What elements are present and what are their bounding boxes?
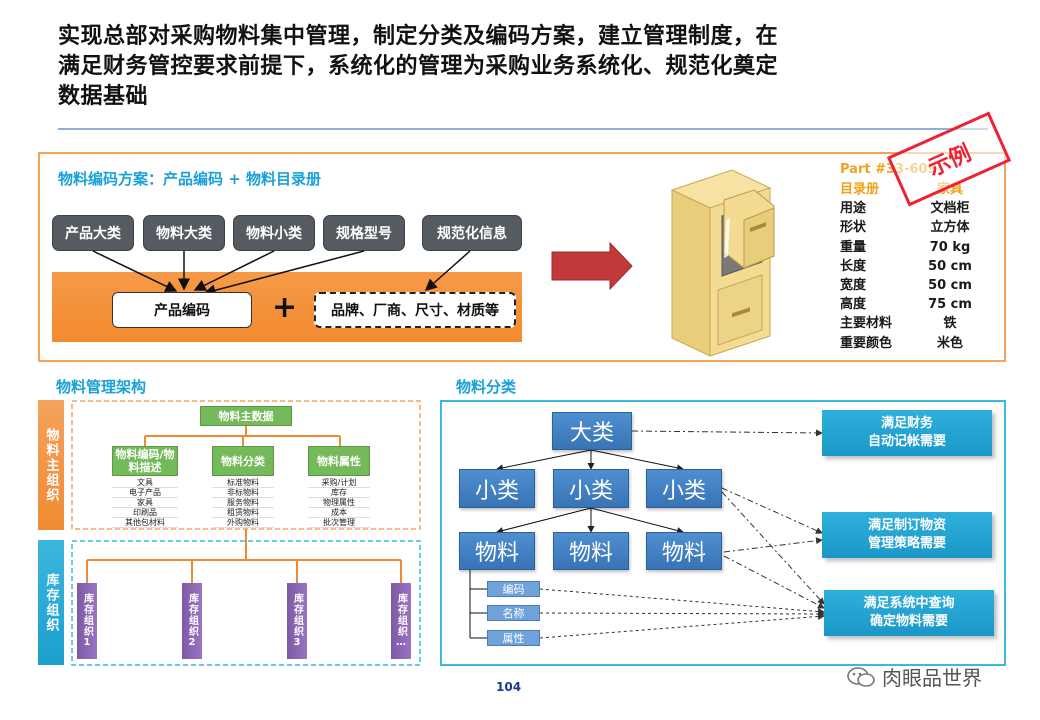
- need-line-1: 满足制订物资: [867, 518, 946, 533]
- branch-items-attr: 采购/计划 库存 物理属性 成本 批次管理: [308, 478, 370, 528]
- slide-headline: 实现总部对采购物料集中管理，制定分类及编码方案，建立管理制度，在 满足财务管控要…: [58, 22, 958, 112]
- catalog-header-key: 目录册: [840, 182, 880, 197]
- branch-item: 印刷品: [112, 508, 178, 518]
- inventory-org-3: 库存组织3: [287, 583, 307, 659]
- branch-item: 其他包材料: [112, 518, 178, 528]
- product-code-box: 产品编码: [112, 292, 252, 328]
- inventory-org-2: 库存组织2: [182, 583, 202, 659]
- catalog-value: 铁: [943, 316, 957, 332]
- classification-title: 物料分类: [456, 378, 517, 396]
- need-line-2: 管理策略需要: [867, 536, 946, 551]
- need-line-2: 自动记帐需要: [867, 434, 946, 449]
- headline-line-2: 满足财务管控要求前提下，系统化的管理为采购业务系统化、规范化奠定: [58, 54, 779, 79]
- branch-item: 租赁物料: [212, 508, 274, 518]
- attr-code: 编码: [487, 581, 540, 597]
- catalog-value: 米色: [936, 335, 963, 351]
- catalog-row: 重要颜色 米色: [840, 334, 1000, 353]
- branch-item: 文具: [112, 478, 178, 488]
- brand-watermark: 肉眼品世界: [846, 662, 982, 691]
- catalog-row: 用途 文档柜: [840, 199, 1000, 218]
- branch-item: 标准物料: [212, 478, 274, 488]
- class-material-2: 物料: [553, 532, 629, 570]
- catalog-row: 主要材料 铁: [840, 314, 1000, 333]
- headline-divider: [58, 128, 988, 130]
- need-line-1: 满足财务: [880, 416, 933, 431]
- class-major: 大类: [552, 412, 632, 450]
- class-material-1: 物料: [459, 532, 535, 570]
- catalog-key: 用途: [840, 201, 867, 217]
- need-query: 满足系统中查询 确定物料需要: [824, 590, 994, 636]
- attr-standard-info: 规范化信息: [422, 215, 522, 251]
- class-minor-3: 小类: [646, 469, 722, 508]
- branch-item: 外购物料: [212, 518, 274, 528]
- headline-line-3: 数据基础: [58, 84, 149, 109]
- architecture-title: 物料管理架构: [56, 378, 147, 396]
- catalog-value: 立方体: [930, 220, 970, 236]
- branch-item: 采购/计划: [308, 478, 370, 488]
- branch-item: 家具: [112, 498, 178, 508]
- attr-name: 名称: [487, 605, 540, 621]
- attr-spec-model: 规格型号: [323, 215, 405, 251]
- headline-line-1: 实现总部对采购物料集中管理，制定分类及编码方案，建立管理制度，在: [58, 24, 779, 49]
- catalog-key: 长度: [840, 258, 867, 274]
- branch-attributes: 物料属性: [308, 446, 370, 476]
- branch-item: 电子产品: [112, 488, 178, 498]
- inventory-org-more: 库存组织…: [391, 583, 411, 659]
- class-material-3: 物料: [646, 532, 722, 570]
- catalog-key: 宽度: [840, 277, 867, 293]
- catalog-value: 50 cm: [928, 277, 972, 293]
- plus-sign: +: [272, 290, 298, 325]
- catalog-key: 重要颜色: [840, 335, 893, 351]
- branch-item: 服务物料: [212, 498, 274, 508]
- encoding-title: 物料编码方案：产品编码 + 物料目录册: [58, 170, 322, 188]
- class-minor-1: 小类: [459, 469, 535, 508]
- class-minor-2: 小类: [553, 469, 629, 508]
- branch-classification: 物料分类: [212, 446, 274, 476]
- inventory-org-1: 库存组织1: [77, 583, 97, 659]
- catalog-key: 重量: [840, 239, 867, 255]
- branch-code-description: 物料编码/物料描述: [112, 446, 178, 476]
- catalog-value: 50 cm: [928, 258, 972, 274]
- page-number: 104: [496, 680, 522, 694]
- attr-material-minor: 物料小类: [233, 215, 315, 251]
- branch-items-class: 标准物料 非标物料 服务物料 租赁物料 外购物料: [212, 478, 274, 528]
- extra-info-box: 品牌、厂商、尺寸、材质等: [314, 292, 516, 328]
- filing-cabinet-icon: [670, 169, 775, 357]
- catalog-value: 70 kg: [929, 239, 971, 255]
- inventory-org-label: 库存组织: [38, 540, 64, 665]
- catalog-key: 形状: [840, 220, 867, 236]
- branch-items-code: 文具 电子产品 家具 印刷品 其他包材料: [112, 478, 178, 528]
- catalog-row: 长度 50 cm: [840, 257, 1000, 276]
- catalog-row: 宽度 50 cm: [840, 276, 1000, 295]
- catalog-row: 形状 立方体: [840, 218, 1000, 237]
- branch-item: 成本: [308, 508, 370, 518]
- catalog-value: 文档柜: [930, 201, 970, 217]
- brand-name: 肉眼品世界: [882, 666, 982, 690]
- branch-item: 批次管理: [308, 518, 370, 528]
- catalog-key: 主要材料: [840, 316, 893, 332]
- catalog-key: 高度: [840, 297, 867, 313]
- catalog-row: 重量 70 kg: [840, 238, 1000, 257]
- master-data-root: 物料主数据: [200, 406, 292, 426]
- need-line-1: 满足系统中查询: [863, 596, 955, 611]
- wechat-icon: [847, 666, 875, 687]
- catalog-value: 75 cm: [928, 297, 972, 313]
- need-strategy: 满足制订物资 管理策略需要: [822, 512, 992, 558]
- branch-item: 非标物料: [212, 488, 274, 498]
- attr-product-category: 产品大类: [52, 215, 134, 251]
- need-finance: 满足财务 自动记帐需要: [822, 410, 992, 456]
- master-org-label: 物料主组织: [38, 400, 64, 530]
- need-line-2: 确定物料需要: [869, 614, 948, 629]
- catalog-row: 高度 75 cm: [840, 295, 1000, 314]
- attr-material-major: 物料大类: [143, 215, 225, 251]
- branch-item: 物理属性: [308, 498, 370, 508]
- attr-property: 属性: [487, 630, 540, 646]
- branch-item: 库存: [308, 488, 370, 498]
